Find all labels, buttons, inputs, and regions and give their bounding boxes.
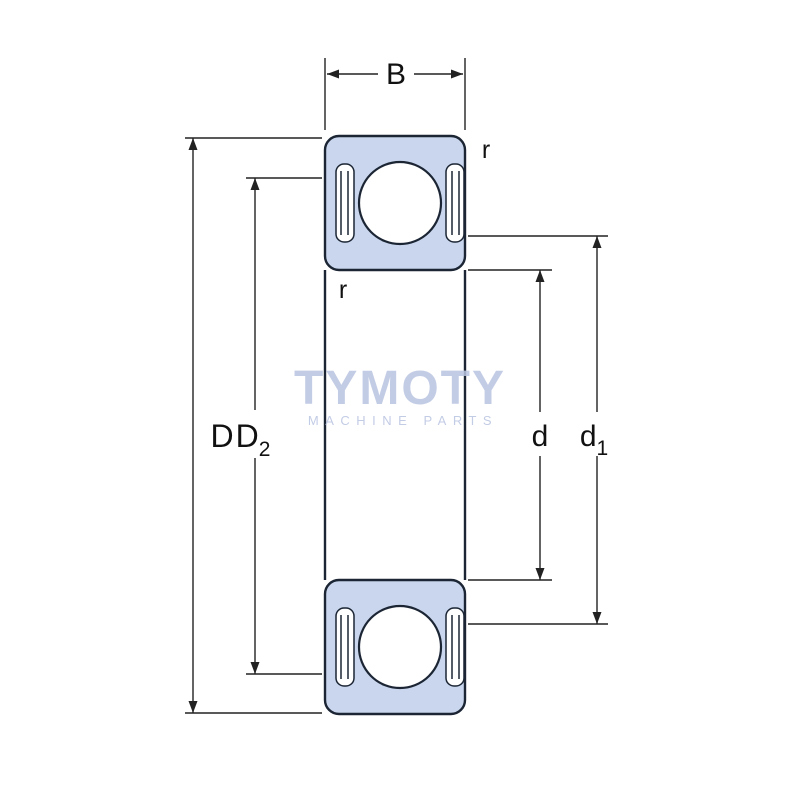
shield-slot-right-top — [445, 163, 465, 243]
dimension-d1: d1 — [468, 235, 620, 625]
ball-bottom — [357, 604, 443, 690]
label-d: d — [532, 420, 549, 453]
label-D2: D2 — [236, 418, 271, 461]
arrow-D-bottom — [188, 701, 198, 713]
shield-slot-left-top — [335, 163, 355, 243]
label-d1: d1 — [580, 420, 608, 460]
label-B: B — [386, 58, 406, 91]
shield-slot-left-bottom — [335, 607, 355, 687]
watermark-brand: TYMOTY — [294, 362, 506, 415]
label-bg-d — [523, 412, 557, 456]
label-r-top: r — [482, 136, 490, 164]
bearing-cross-section — [323, 134, 467, 716]
label-bg-D2 — [233, 410, 278, 458]
dimension-B: B — [324, 58, 466, 130]
arrow-d1-bottom — [592, 612, 602, 624]
ball-top — [357, 160, 443, 246]
arrow-D2-top — [250, 178, 260, 190]
dimension-D: D — [185, 137, 322, 714]
arrow-d-bottom — [535, 568, 545, 580]
watermark-tagline: MACHINE PARTS — [308, 413, 498, 428]
arrow-d-top — [535, 270, 545, 282]
arrow-d1-top — [592, 236, 602, 248]
arrow-B-left — [327, 69, 339, 79]
bearing-bottom-section — [323, 578, 467, 716]
bearing-top-section — [323, 134, 467, 272]
label-bg-d1 — [574, 412, 620, 456]
shield-slot-right-bottom — [445, 607, 465, 687]
arrow-B-right — [451, 69, 463, 79]
dimension-D2: D2 — [233, 177, 322, 675]
arrow-D-top — [188, 138, 198, 150]
arrow-D2-bottom — [250, 662, 260, 674]
label-r-bottom: r — [339, 276, 347, 304]
dimension-d: d — [468, 269, 557, 581]
watermark: TYMOTY MACHINE PARTS — [294, 362, 506, 428]
label-D: D — [210, 418, 233, 454]
